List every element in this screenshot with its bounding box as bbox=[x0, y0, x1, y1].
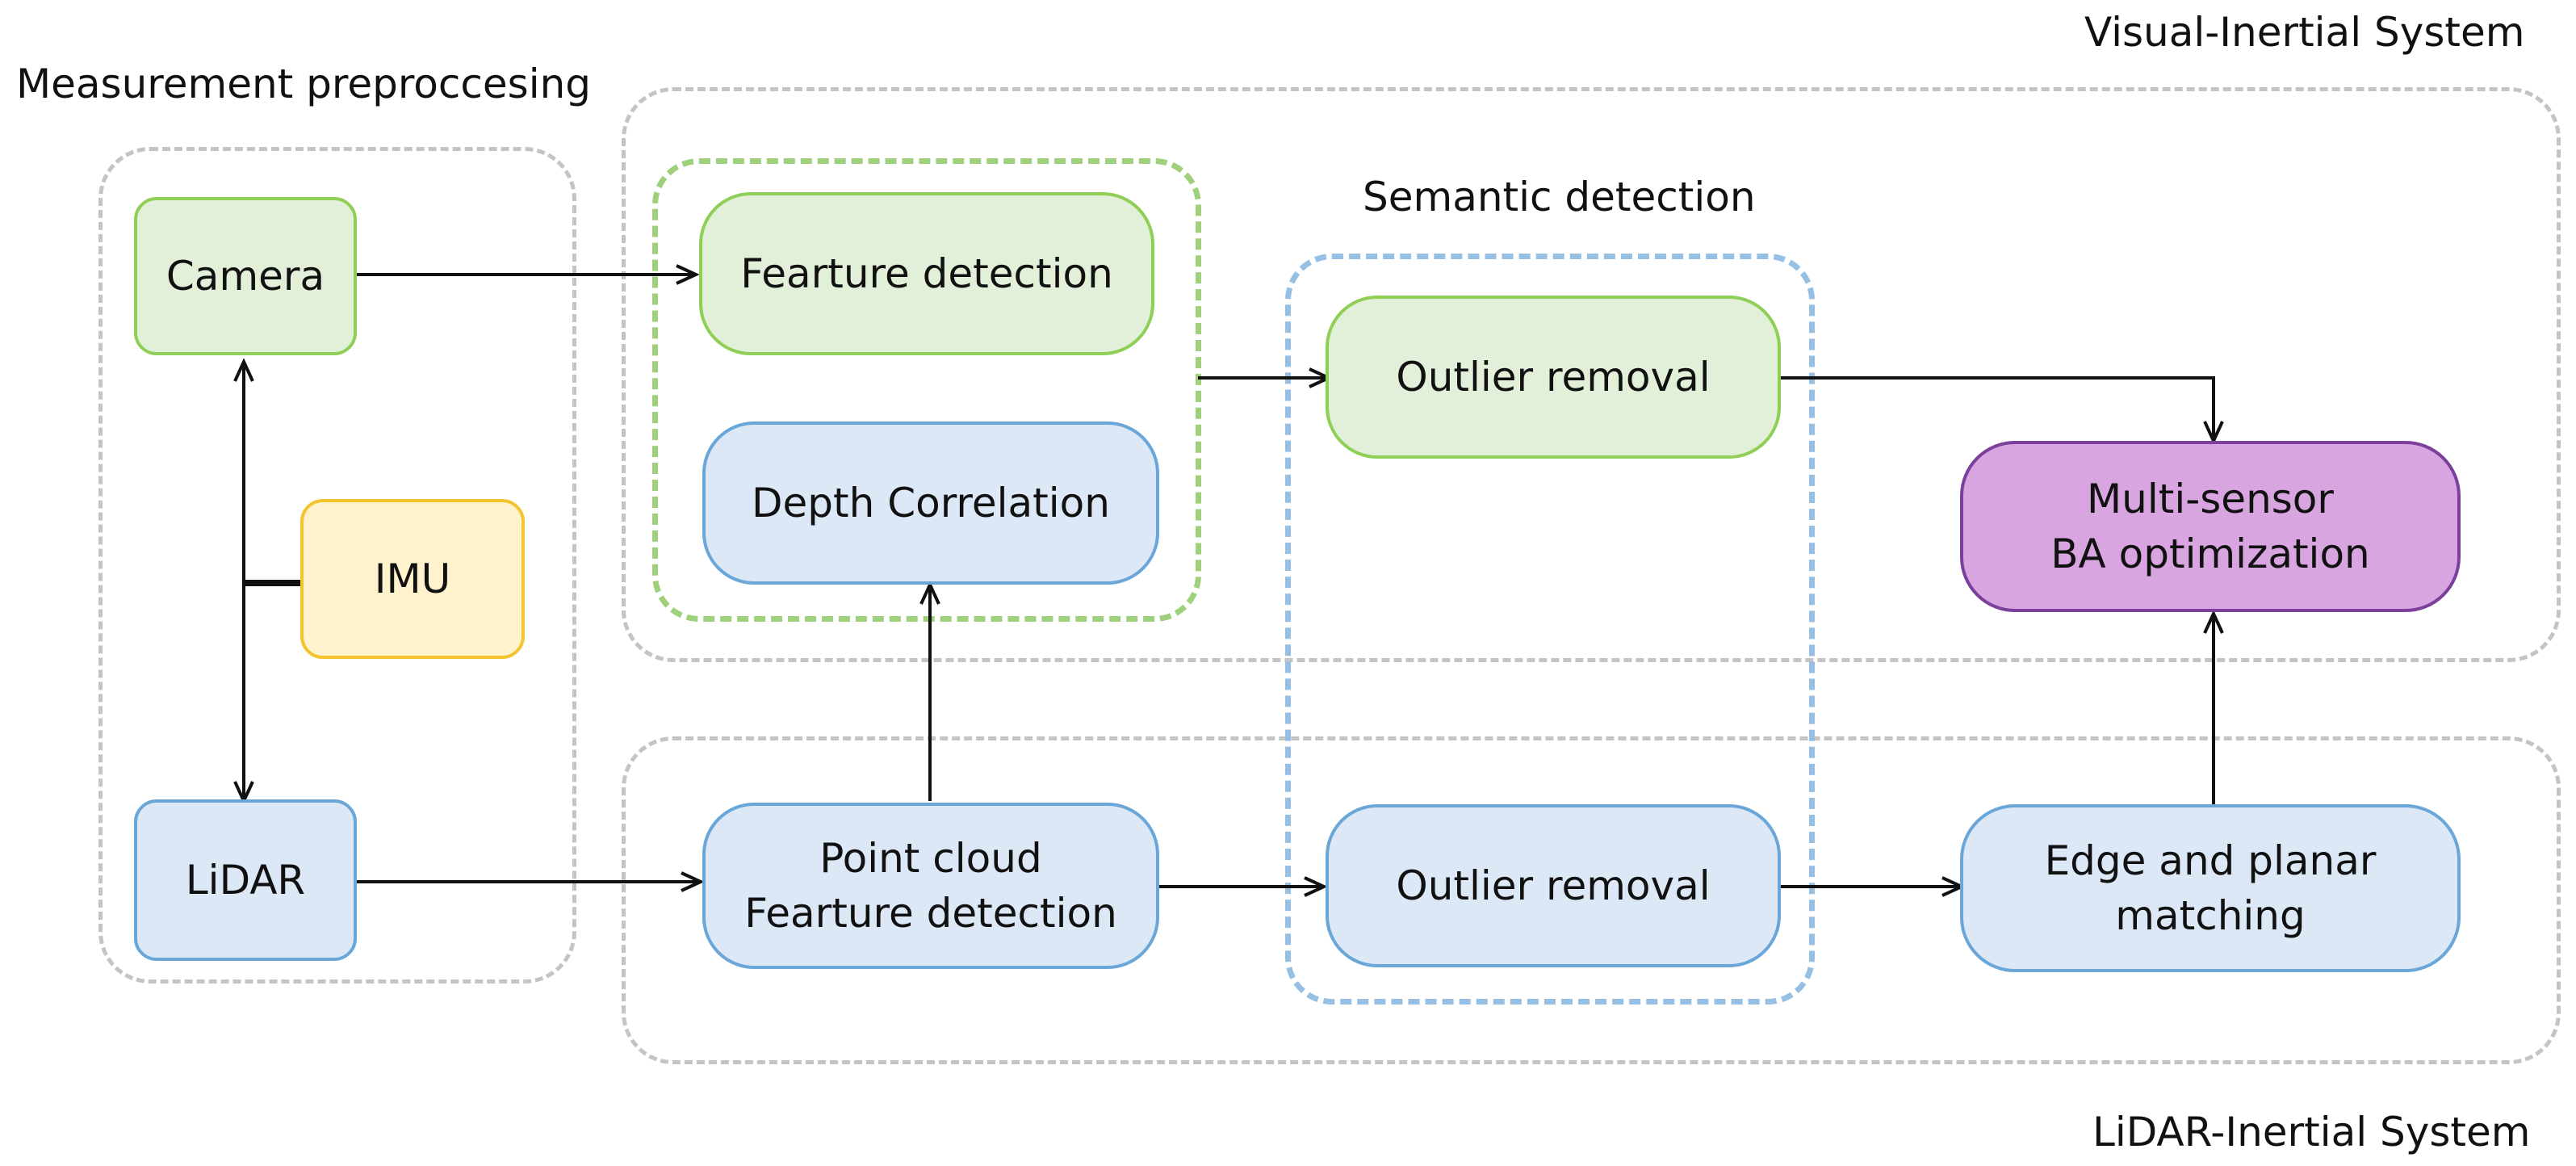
depth-correlation-node: Depth Correlation bbox=[702, 422, 1159, 585]
lidar-node: LiDAR bbox=[134, 799, 357, 961]
measurement-preprocessing-label: Measurement preproccesing bbox=[16, 61, 592, 107]
outlier-removal-lidar-node: Outlier removal bbox=[1326, 804, 1781, 967]
lidar-inertial-system-group bbox=[622, 736, 2561, 1064]
lidar-inertial-system-label: LiDAR-Inertial System bbox=[2092, 1109, 2531, 1156]
visual-inertial-system-label: Visual-Inertial System bbox=[2084, 9, 2525, 56]
visual-inertial-system-group bbox=[622, 87, 2561, 662]
multi-sensor-ba-node: Multi-sensor BA optimization bbox=[1960, 441, 2461, 612]
point-cloud-feature-node: Point cloud Fearture detection bbox=[702, 803, 1159, 969]
arrow-outlier-to-multisensor bbox=[1779, 376, 2214, 441]
feature-detection-node: Fearture detection bbox=[699, 192, 1154, 355]
outlier-removal-visual-node: Outlier removal bbox=[1326, 296, 1781, 459]
imu-node: IMU bbox=[300, 499, 525, 659]
edge-planar-matching-node: Edge and planar matching bbox=[1960, 804, 2461, 972]
semantic-detection-label: Semantic detection bbox=[1363, 174, 1756, 220]
camera-node: Camera bbox=[134, 197, 357, 355]
visual-feature-group bbox=[652, 158, 1201, 622]
measurement-preprocessing-group bbox=[98, 147, 576, 984]
semantic-detection-group bbox=[1285, 254, 1815, 1005]
